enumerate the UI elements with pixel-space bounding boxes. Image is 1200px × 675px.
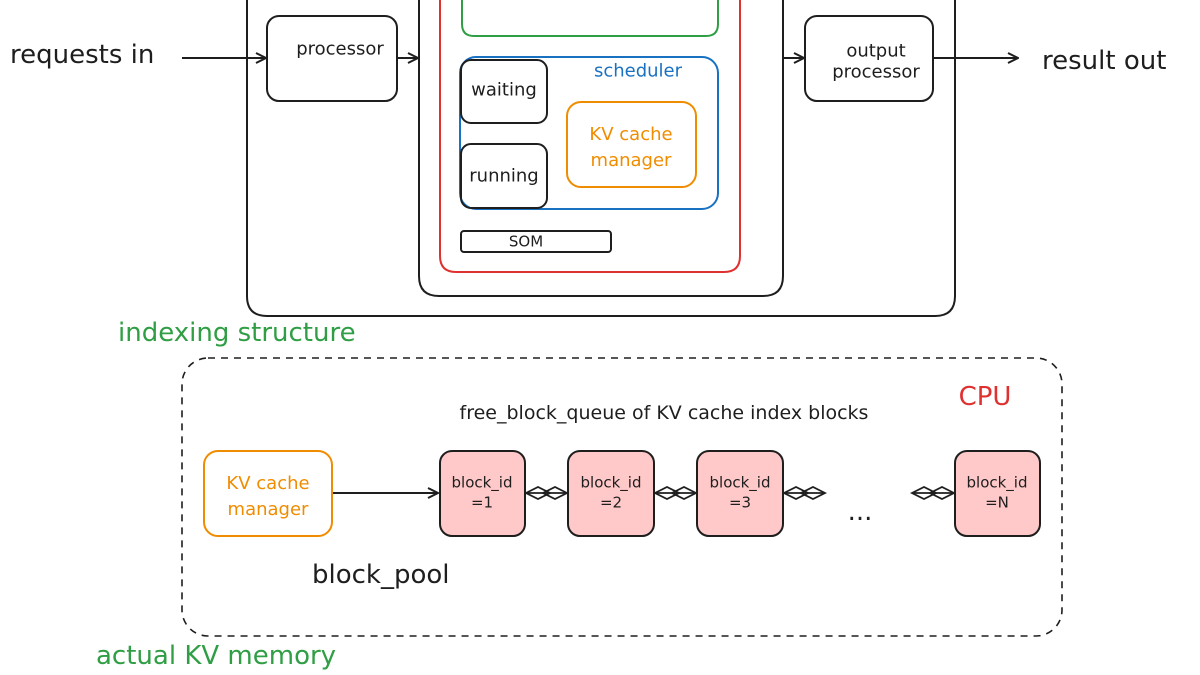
link-1-2 bbox=[523, 485, 570, 501]
cpu-label: CPU bbox=[958, 382, 1012, 413]
engine-core-red-frame bbox=[439, 0, 741, 273]
block-3-id-label: block_id bbox=[709, 473, 771, 492]
output-processor-label: output processor bbox=[832, 40, 920, 82]
output-processor-box bbox=[804, 15, 934, 102]
block-2-value-label: =2 bbox=[599, 493, 623, 512]
requests-in-label: requests in bbox=[10, 40, 155, 71]
block-pool-label: block_pool bbox=[312, 560, 450, 591]
link-2-3 bbox=[652, 485, 699, 501]
running-label: running bbox=[469, 165, 539, 187]
som-box bbox=[460, 230, 612, 253]
running-box bbox=[460, 143, 548, 209]
cpu-panel-box bbox=[181, 357, 1063, 637]
waiting-label: waiting bbox=[471, 79, 537, 101]
green-box bbox=[461, 0, 719, 37]
scheduler-kv-cache-manager-label: KV cache manager bbox=[589, 123, 673, 171]
scheduler-title: scheduler bbox=[593, 60, 683, 82]
waiting-box bbox=[460, 59, 548, 124]
link-3-out bbox=[781, 485, 828, 501]
engine-frame bbox=[246, 0, 956, 317]
block-n-id-label: block_id bbox=[966, 473, 1028, 492]
processor-box bbox=[266, 15, 398, 102]
block-2-id-label: block_id bbox=[580, 473, 642, 492]
som-label: SOM bbox=[508, 232, 544, 251]
actual-kv-memory-label: actual KV memory bbox=[96, 641, 337, 672]
processor-label: processor bbox=[296, 38, 384, 60]
scheduler-box bbox=[459, 56, 719, 210]
block-3-value-label: =3 bbox=[728, 493, 752, 512]
scheduler-kv-cache-manager-box bbox=[566, 101, 697, 188]
engine-core-frame bbox=[418, 0, 784, 297]
indexing-structure-label: indexing structure bbox=[118, 318, 356, 349]
panel-kv-cache-manager-label: KV cache manager bbox=[226, 472, 310, 520]
link-in-n bbox=[909, 485, 957, 501]
block-1-value-label: =1 bbox=[470, 493, 494, 512]
ellipsis-label: ... bbox=[847, 497, 873, 528]
block-n-value-label: =N bbox=[985, 493, 1009, 512]
result-out-label: result out bbox=[1042, 46, 1167, 77]
free-block-queue-title: free_block_queue of KV cache index block… bbox=[459, 402, 869, 425]
panel-kv-cache-manager-box bbox=[203, 450, 333, 537]
block-1-id-label: block_id bbox=[451, 473, 513, 492]
